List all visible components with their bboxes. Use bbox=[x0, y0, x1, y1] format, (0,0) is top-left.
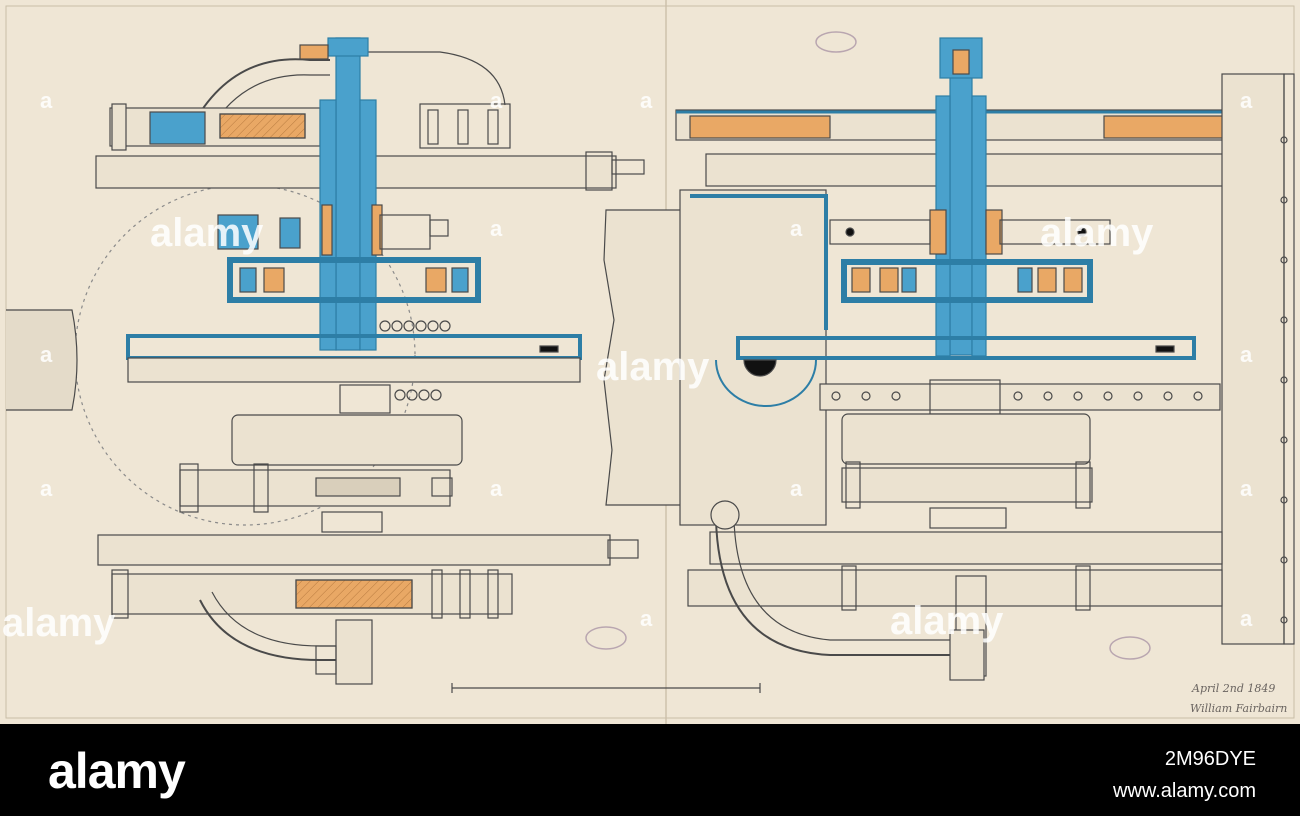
stock-footer: alamy 2M96DYE www.alamy.com bbox=[0, 724, 1300, 816]
svg-text:a: a bbox=[1240, 476, 1253, 501]
collection-stamp bbox=[815, 31, 857, 53]
left-view bbox=[6, 37, 761, 693]
svg-text:a: a bbox=[40, 88, 53, 113]
engineering-drawing: April 2nd 1849 William Fairbairn alamy a… bbox=[0, 0, 1300, 724]
svg-text:a: a bbox=[490, 476, 503, 501]
right-base-plate bbox=[736, 336, 1196, 360]
footer-image-id: 2M96DYE bbox=[1164, 748, 1256, 770]
watermark: alamy bbox=[2, 601, 116, 645]
footer-url: www.alamy.com bbox=[1113, 780, 1256, 802]
right-main-shaft bbox=[949, 39, 973, 356]
svg-text:a: a bbox=[40, 342, 53, 367]
svg-text:a: a bbox=[1240, 342, 1253, 367]
right-orange-bar-right bbox=[1103, 115, 1225, 139]
right-half-disc bbox=[743, 359, 777, 377]
svg-text:a: a bbox=[490, 216, 503, 241]
svg-text:a: a bbox=[640, 606, 653, 631]
right-drum bbox=[841, 413, 1091, 465]
left-steam-pipe-bottom bbox=[199, 599, 340, 661]
collection-stamp bbox=[1109, 636, 1151, 660]
left-blue-tray bbox=[227, 257, 481, 303]
watermark: alamy bbox=[150, 211, 264, 255]
watermark: alamy bbox=[596, 345, 710, 389]
right-blue-tray bbox=[841, 259, 1093, 303]
left-main-shaft bbox=[335, 37, 361, 351]
right-view bbox=[603, 37, 1295, 681]
rail-rivets bbox=[1280, 136, 1288, 624]
left-lower-wheel bbox=[97, 534, 611, 566]
svg-text:a: a bbox=[790, 216, 803, 241]
svg-text:a: a bbox=[1240, 88, 1253, 113]
svg-text:a: a bbox=[40, 476, 53, 501]
left-shaft-stub bbox=[6, 309, 78, 411]
svg-text:a: a bbox=[490, 88, 503, 113]
left-drum bbox=[231, 414, 463, 466]
watermark: alamy bbox=[1040, 211, 1154, 255]
signature-line-1: April 2nd 1849 bbox=[1191, 682, 1275, 695]
svg-text:a: a bbox=[1240, 606, 1253, 631]
footer-brand-logo: alamy bbox=[48, 743, 186, 799]
left-blue-block-top bbox=[149, 111, 206, 145]
rivet-row bbox=[831, 391, 1203, 401]
right-orange-bar-left bbox=[689, 115, 831, 139]
watermark: alamy bbox=[890, 599, 1004, 643]
watermark-layer: alamy alamy alamy alamy alamy bbox=[2, 211, 1154, 645]
right-steam-pipe bbox=[715, 519, 960, 656]
collection-stamp bbox=[585, 626, 627, 650]
svg-text:a: a bbox=[790, 476, 803, 501]
right-lower-wheel bbox=[709, 531, 1223, 565]
signature-line-2: William Fairbairn bbox=[1190, 702, 1287, 715]
svg-text:a: a bbox=[640, 88, 653, 113]
watermark-alpha-marks: a a a a a a a a a a a a a a bbox=[40, 88, 1253, 631]
